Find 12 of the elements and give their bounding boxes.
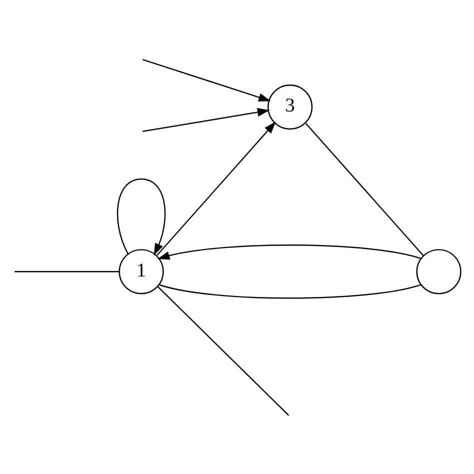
arrow	[157, 244, 422, 260]
connector	[159, 284, 422, 298]
node-circle: 3	[267, 84, 313, 130]
connector	[305, 122, 424, 256]
connector	[14, 270, 119, 272]
arrow	[142, 58, 271, 101]
arrow	[156, 121, 276, 256]
node-circle	[416, 248, 462, 294]
arrow	[142, 108, 270, 132]
arrow	[116, 178, 166, 256]
connector	[157, 286, 290, 416]
node-circle: 1	[118, 248, 164, 294]
